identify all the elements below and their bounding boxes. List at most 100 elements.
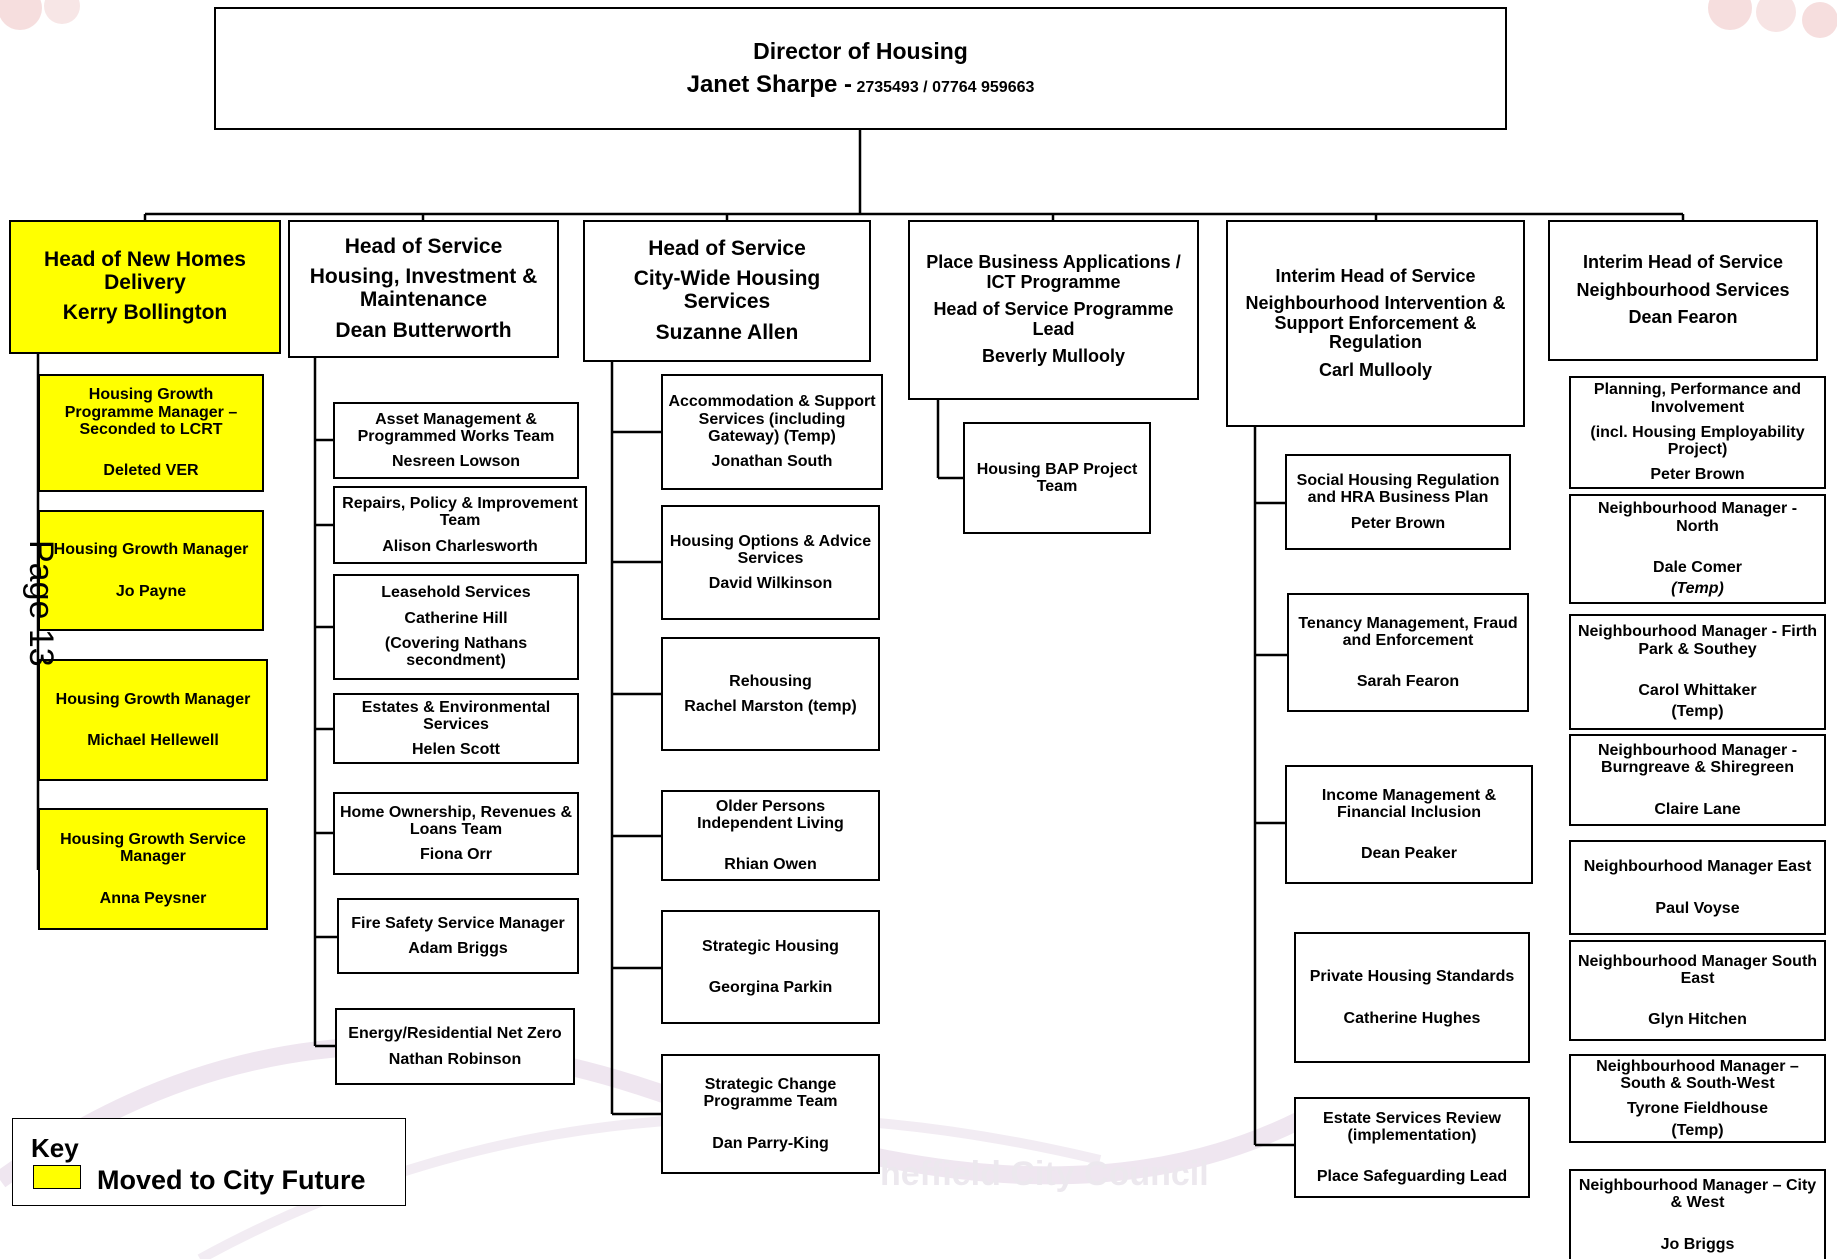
team-name: Adam Briggs [408,940,508,957]
team-title: Housing Growth Programme Manager – Secon… [64,386,238,438]
team-title: Neighbourhood Manager – South & South-We… [1596,1058,1799,1093]
team-title: Accommodation & Support Services (includ… [668,393,876,445]
team-name: Jo Payne [115,582,187,600]
team-box: Neighbourhood Manager East Paul Voyse [1569,840,1826,935]
team-name: Fiona Orr [419,846,492,864]
team-title: Home Ownership, Revenues & Loans Team [339,803,573,838]
team-name: Michael Hellewell [87,732,219,749]
team-title: Leasehold Services [381,584,531,602]
team-title: Energy/Residential Net Zero [348,1025,562,1043]
team-title: Older Persons Independent Living [697,797,844,832]
team-box: Neighbourhood Manager - North Dale Comer… [1569,494,1826,604]
team-name: Glyn Hitchen [1648,1011,1747,1029]
team-box: Estate Services Review (implementation) … [1294,1097,1530,1198]
team-title: Housing Growth Manager [53,541,249,559]
team-box: Housing Growth Manager Jo Payne [38,510,264,631]
team-name: Rachel Marston (temp) [684,698,857,715]
page-number: Page 13 [22,540,60,667]
team-name: Helen Scott [411,741,500,759]
team-box: Housing Growth Manager Michael Hellewell [38,659,268,781]
head-new-homes: Head of New Homes Delivery Kerry Bolling… [9,220,281,354]
team-box: Neighbourhood Manager – City & West Jo B… [1569,1169,1826,1259]
team-title: Neighbourhood Manager South East [1577,952,1818,987]
team-title: Neighbourhood Manager - Burngreave & Shi… [1597,742,1798,777]
team-box: Energy/Residential Net Zero Nathan Robin… [335,1008,575,1085]
team-box: Accommodation & Support Services (includ… [661,374,883,490]
team-box: Income Management & Financial Inclusion … [1285,765,1533,884]
team-title: Neighbourhood Manager – City & West [1578,1177,1817,1212]
head-name: Beverly Mullooly [981,346,1126,367]
team-title: Strategic Change Programme Team [703,1076,838,1111]
head-city-wide: Head of Service City-Wide Housing Servic… [583,220,871,362]
team-title: Estate Services Review (implementation) [1323,1109,1501,1144]
director-box: Director of Housing Janet Sharpe - 27354… [214,7,1507,130]
team-title: Rehousing [729,672,812,690]
team-note: (Temp) [1671,1121,1724,1139]
head-title: Head of Service [344,234,503,258]
team-name: Alison Charlesworth [382,537,538,555]
team-subtitle: (incl. Housing Employability Project) [1590,423,1805,459]
team-title: Neighbourhood Manager - North [1597,500,1798,535]
head-housing-investment: Head of Service Housing, Investment & Ma… [288,220,559,358]
head-title: Interim Head of Service [1275,265,1476,286]
team-box: Strategic Housing Georgina Parkin [661,910,880,1024]
team-name: Georgina Parkin [708,979,833,996]
team-note: (Temp) [1671,703,1724,721]
team-name: Jo Briggs [1660,1235,1735,1253]
team-name: Rhian Owen [724,856,817,874]
head-title: Head of New Homes Delivery [44,247,246,294]
team-box: Housing Growth Service Manager Anna Peys… [38,808,268,930]
team-name: Dean Peaker [1360,845,1458,863]
team-name: Place Safeguarding Lead [1316,1168,1508,1186]
team-name: Deleted VER [103,462,199,480]
team-box: Housing BAP Project Team [963,422,1151,534]
team-name: Catherine Hill [404,609,508,627]
legend-swatch [33,1165,81,1189]
team-name: Nathan Robinson [388,1050,522,1068]
team-box: Social Housing Regulation and HRA Busine… [1285,454,1511,550]
team-box: Strategic Change Programme Team Dan Parr… [661,1054,880,1174]
team-title: Housing Growth Service Manager [60,831,246,866]
team-name: Claire Lane [1654,800,1741,818]
team-name: Sarah Fearon [1356,673,1460,691]
team-name: David Wilkinson [708,575,833,593]
legend-label: Moved to City Future [97,1165,366,1195]
legend-key: Key Moved to City Future [12,1118,406,1206]
team-box: Housing Growth Programme Manager – Secon… [38,374,264,492]
head-name: Kerry Bollington [62,301,228,325]
head-neighbourhood-services: Interim Head of Service Neighbourhood Se… [1548,220,1818,361]
team-box: Asset Management & Programmed Works Team… [333,402,579,479]
team-title: Fire Safety Service Manager [351,914,565,932]
team-box: Fire Safety Service Manager Adam Briggs [337,898,579,974]
team-name: Peter Brown [1350,514,1446,532]
head-title: Interim Head of Service [1582,252,1784,273]
team-name: Peter Brown [1650,466,1745,484]
team-title: Social Housing Regulation and HRA Busine… [1296,472,1500,507]
head-name: Dean Fearon [1628,307,1738,328]
team-box: Estates & Environmental Services Helen S… [333,693,579,764]
team-box: Neighbourhood Manager - Firth Park & Sou… [1569,614,1826,730]
team-title: Private Housing Standards [1309,968,1515,986]
team-box: Planning, Performance and Involvement (i… [1569,376,1826,489]
head-name: Carl Mullooly [1318,359,1432,380]
team-box: Leasehold Services Catherine Hill (Cover… [333,574,579,680]
team-title: Estates & Environmental Services [361,698,551,733]
team-box: Rehousing Rachel Marston (temp) [661,637,880,751]
head-place-business: Place Business Applications / ICT Progra… [908,220,1199,400]
team-name: Dan Parry-King [712,1134,829,1152]
team-title: Planning, Performance and Involvement [1593,381,1802,416]
team-name: Catherine Hughes [1343,1009,1481,1027]
team-box: Neighbourhood Manager South East Glyn Hi… [1569,940,1826,1041]
team-title: Asset Management & Programmed Works Team [357,410,555,445]
team-name: Tyrone Fieldhouse [1626,1100,1769,1118]
team-title: Income Management & Financial Inclusion [1321,786,1497,821]
team-name: Jonathan South [711,453,833,471]
head-service: Neighbourhood Intervention & Support Enf… [1245,293,1506,353]
head-neighbourhood-intervention: Interim Head of Service Neighbourhood In… [1226,220,1525,427]
team-title: Strategic Housing [702,937,839,955]
head-service: Neighbourhood Services [1576,279,1790,300]
head-name: Suzanne Allen [655,320,799,344]
team-title: Housing Options & Advice Services [669,532,872,567]
team-box: Older Persons Independent Living Rhian O… [661,790,880,881]
